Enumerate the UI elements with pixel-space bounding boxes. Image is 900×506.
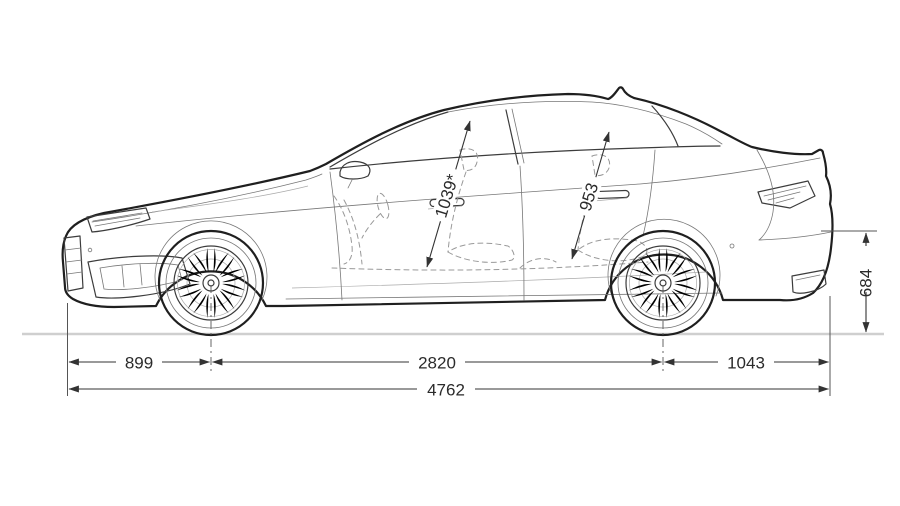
sill-line bbox=[285, 292, 723, 300]
b-pillar bbox=[505, 109, 519, 165]
rear-door-seam bbox=[642, 149, 656, 237]
dim-rear-interior-height: 953 bbox=[571, 131, 610, 260]
interior-dashed-outlines bbox=[331, 148, 649, 271]
intake-detail bbox=[99, 262, 183, 290]
trunk-seam bbox=[756, 149, 775, 241]
dim-wheelbase: 2820 bbox=[211, 353, 663, 373]
dim-rear-overhang: 1043 bbox=[663, 353, 830, 373]
taillight bbox=[757, 180, 816, 209]
front-arch-inner bbox=[154, 220, 268, 301]
b-pillar-inner bbox=[511, 108, 525, 164]
rear-wheel bbox=[609, 229, 717, 337]
rear-sensor-dot bbox=[729, 243, 735, 249]
dim-front-overhang-label: 899 bbox=[125, 354, 153, 373]
dim-rear-height-label: 684 bbox=[857, 269, 876, 297]
headlight bbox=[86, 207, 151, 233]
front-sensor-dot bbox=[87, 247, 93, 253]
front-air-intake bbox=[87, 255, 191, 299]
b-pillar-door-seam bbox=[519, 165, 525, 301]
dim-rear-overhang-label: 1043 bbox=[727, 354, 765, 373]
dim-rear-interior-height-label: 953 bbox=[576, 181, 602, 214]
hood-seam bbox=[91, 173, 323, 223]
beltline bbox=[329, 145, 721, 170]
dim-overall-length-label: 4762 bbox=[427, 381, 465, 400]
side-mirror bbox=[339, 160, 371, 180]
diffuser-detail bbox=[795, 274, 821, 281]
front-grille bbox=[63, 235, 84, 292]
rear-bumper-seam bbox=[758, 231, 832, 241]
grille-slats bbox=[64, 247, 83, 275]
rear-diffuser bbox=[791, 269, 827, 294]
front-door-seam bbox=[329, 171, 343, 301]
taillight-detail bbox=[763, 185, 807, 204]
headlight-detail bbox=[92, 212, 143, 227]
fender-crease bbox=[151, 185, 309, 213]
dim-front-overhang: 899 bbox=[68, 353, 211, 373]
rear-arch-inner bbox=[607, 218, 721, 297]
dim-overall-length: 4762 bbox=[68, 380, 830, 400]
dim-rear-height: 684 bbox=[857, 232, 876, 333]
shoulder-line bbox=[135, 157, 821, 227]
car-outline bbox=[61, 86, 834, 309]
dim-front-interior-height-label: 1039* bbox=[431, 172, 462, 220]
c-pillar-divider bbox=[651, 105, 679, 147]
a-pillar-inner-line bbox=[329, 111, 449, 168]
mirror-base bbox=[347, 179, 353, 189]
roof-inner-line bbox=[447, 101, 723, 145]
dim-wheelbase-label: 2820 bbox=[418, 354, 456, 373]
dimension-annotations: 899 2820 1043 4762 684 bbox=[67, 120, 877, 400]
rear-door-handle bbox=[595, 189, 630, 200]
